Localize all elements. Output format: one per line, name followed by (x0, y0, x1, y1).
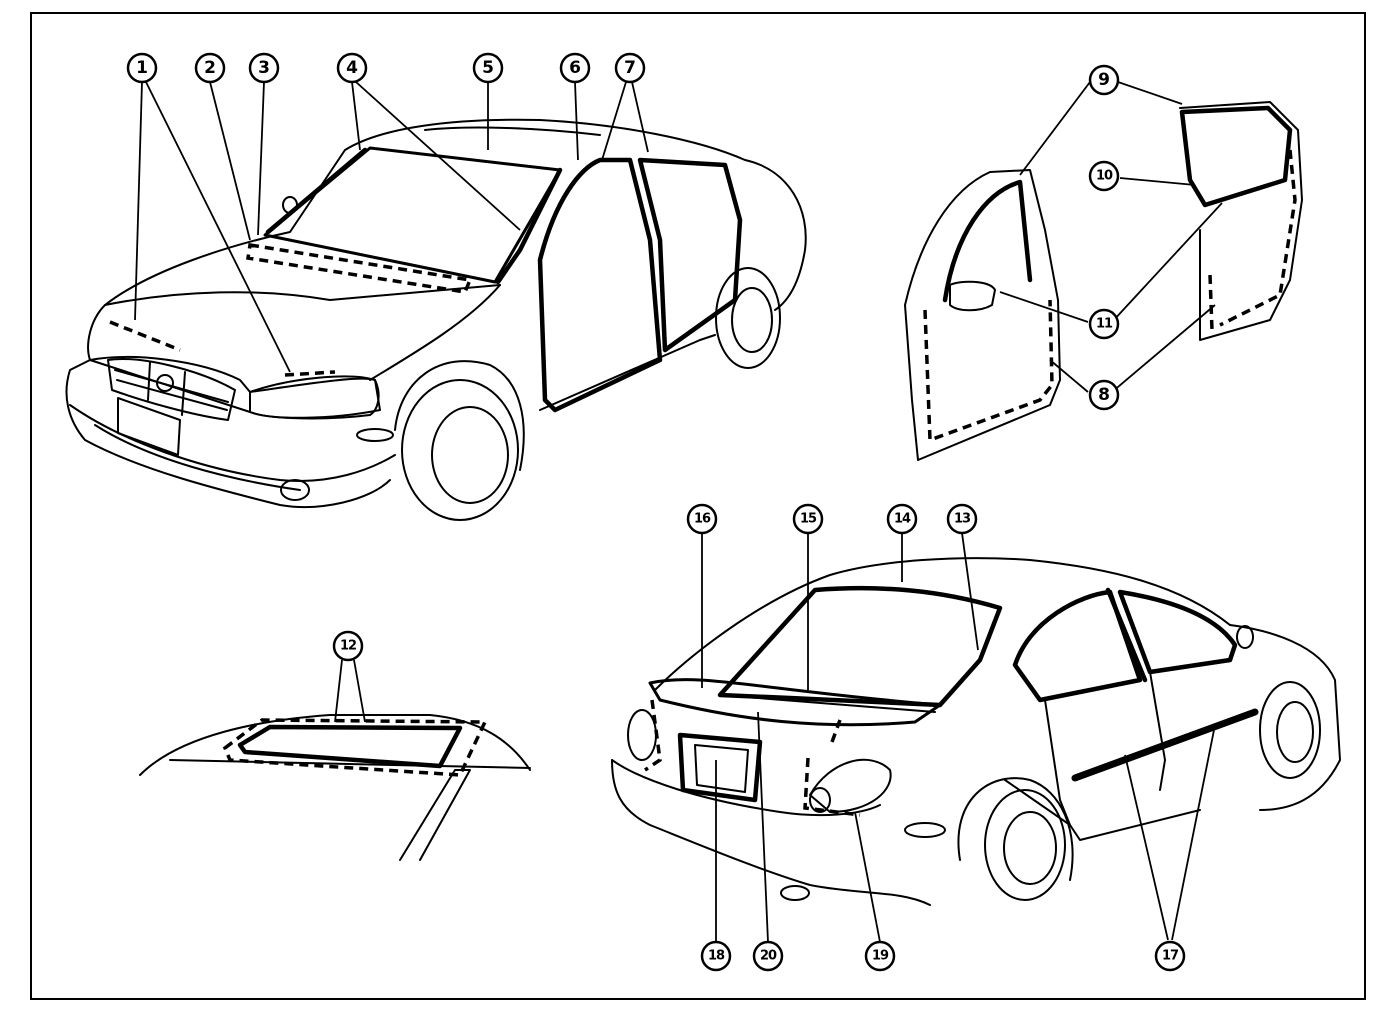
callout-label: 18 (708, 949, 725, 964)
callout-20: 20 (752, 940, 784, 972)
callout-14: 14 (886, 503, 918, 535)
callout-19: 19 (864, 940, 896, 972)
callout-9: 9 (1088, 64, 1120, 96)
callout-15: 15 (792, 503, 824, 535)
callout-label: 3 (258, 58, 270, 78)
callout-label: 6 (569, 58, 581, 78)
front-car-view (65, 118, 807, 521)
callout-label: 2 (204, 58, 216, 78)
callout-label: 11 (1096, 317, 1113, 332)
sunroof-detail-view (139, 714, 531, 861)
door-detail-view (904, 101, 1303, 461)
callout-label: 12 (340, 639, 356, 654)
callout-10: 10 (1088, 160, 1120, 192)
callout-13: 13 (946, 503, 978, 535)
callout-16: 16 (686, 503, 718, 535)
callout-8: 8 (1088, 379, 1120, 411)
callout-4: 4 (336, 52, 368, 84)
callout-label: 16 (694, 512, 711, 527)
callout-18: 18 (700, 940, 732, 972)
callout-label: 17 (1162, 949, 1179, 964)
callout-label: 14 (894, 512, 911, 527)
callout-5: 5 (472, 52, 504, 84)
callout-17: 17 (1154, 940, 1186, 972)
callout-label: 7 (624, 58, 636, 78)
callout-11: 11 (1088, 308, 1120, 340)
rear-car-view (611, 557, 1341, 906)
callout-label: 5 (482, 58, 494, 78)
callout-3: 3 (248, 52, 280, 84)
callout-label: 20 (760, 949, 777, 964)
callouts: 1 2 3 4 5 6 7 8 9 10 11 12 13 14 15 16 1… (126, 52, 1186, 972)
diagram-frame (30, 12, 1366, 1000)
callout-6: 6 (559, 52, 591, 84)
callout-12: 12 (332, 630, 364, 662)
callout-2: 2 (194, 52, 226, 84)
leader-lines (134, 81, 1223, 943)
callout-label: 13 (954, 512, 971, 527)
callout-label: 10 (1096, 169, 1113, 184)
callout-label: 8 (1098, 385, 1110, 405)
callout-label: 19 (872, 949, 889, 964)
callout-label: 1 (136, 58, 148, 78)
callout-1: 1 (126, 52, 158, 84)
callout-7: 7 (614, 52, 646, 84)
callout-label: 9 (1098, 70, 1110, 90)
callout-label: 15 (800, 512, 817, 527)
callout-label: 4 (346, 58, 358, 78)
